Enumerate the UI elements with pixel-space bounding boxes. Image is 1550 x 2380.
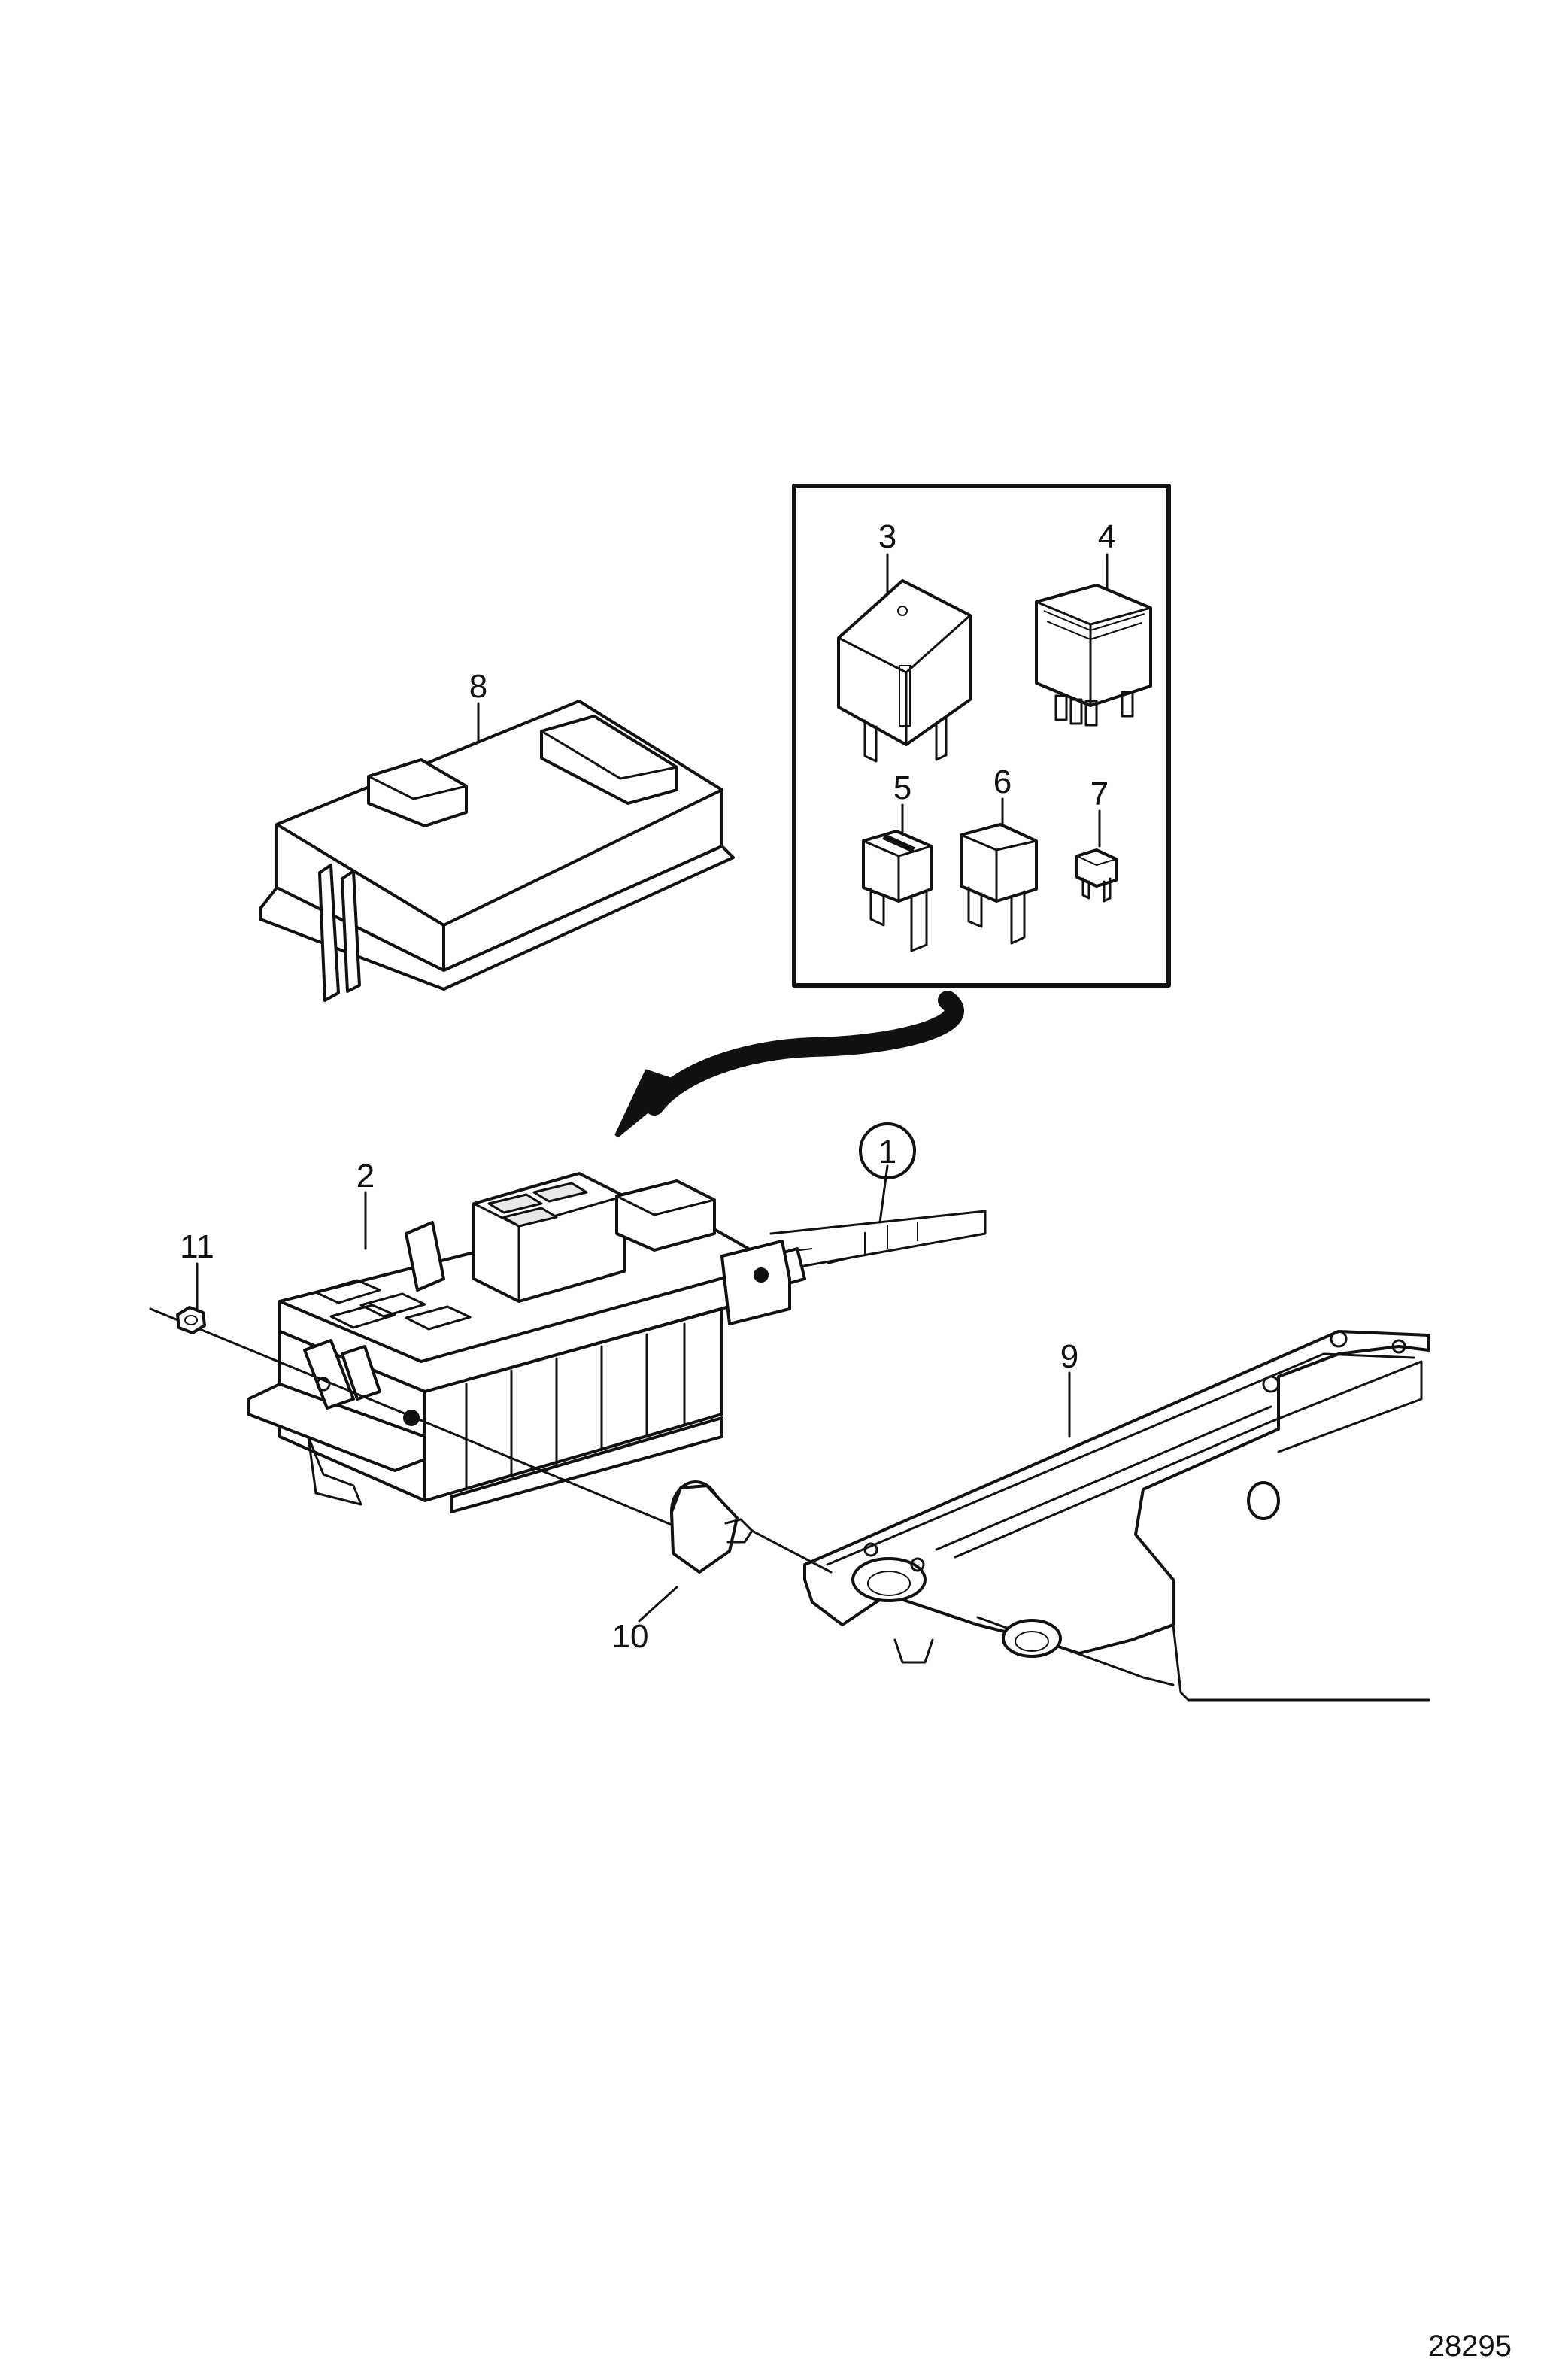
callout-labels: 1 2 3 4 5 6 7 8 9 10 11 bbox=[180, 518, 1116, 1655]
callout-2-label: 2 bbox=[356, 1158, 375, 1195]
nut-11-drawing bbox=[176, 1262, 206, 1334]
relay-3-drawing bbox=[837, 553, 972, 763]
callout-10-label: 10 bbox=[612, 1618, 649, 1655]
callout-4-label: 4 bbox=[1098, 518, 1116, 555]
callout-7-label: 7 bbox=[1090, 776, 1109, 812]
callout-5-label: 5 bbox=[893, 770, 911, 806]
fuse-6-drawing bbox=[960, 797, 1038, 945]
figure-number: 28295 bbox=[1428, 2330, 1512, 2363]
bracket-9-drawing bbox=[803, 1330, 1430, 1702]
assembly-arrow bbox=[614, 991, 964, 1138]
fuse-7-drawing bbox=[1075, 809, 1118, 903]
fuse-5-drawing bbox=[862, 803, 933, 952]
cover-8-drawing bbox=[259, 700, 735, 1002]
callout-1-label: 1 bbox=[878, 1134, 896, 1170]
relay-4-drawing bbox=[1035, 553, 1152, 727]
callout-11-label: 11 bbox=[180, 1228, 214, 1265]
callout-6-label: 6 bbox=[993, 763, 1012, 800]
mount-10-drawing bbox=[638, 1480, 833, 1623]
callout-3-label: 3 bbox=[878, 518, 896, 555]
inset-box bbox=[792, 484, 1171, 988]
callout-9-label: 9 bbox=[1060, 1338, 1078, 1375]
callout-8-label: 8 bbox=[469, 668, 487, 705]
fusebox-2-drawing bbox=[149, 1172, 791, 1528]
